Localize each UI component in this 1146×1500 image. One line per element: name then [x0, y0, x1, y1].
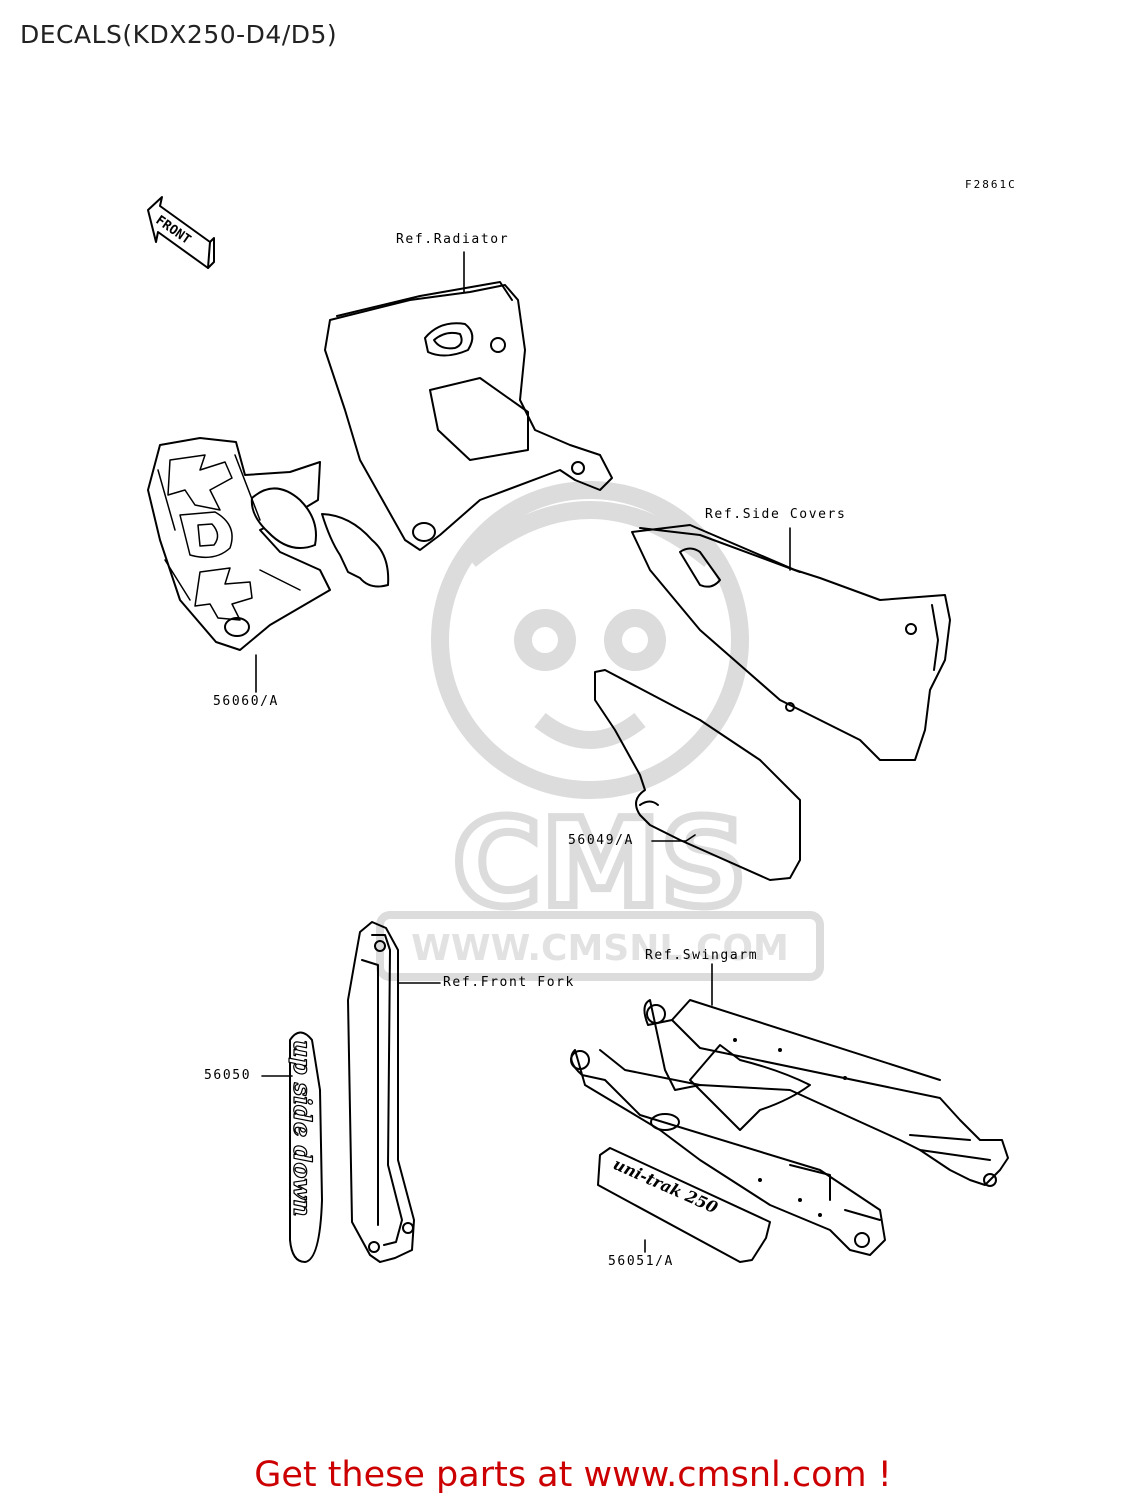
watermark-logo-eye — [514, 609, 576, 671]
swingarm-decal: uni-trak 250 — [597, 1147, 771, 1263]
watermark-logo-eye — [604, 609, 666, 671]
callout-56060: 56060/A — [213, 694, 279, 709]
leader-lines — [255, 251, 791, 1253]
callout-56050: 56050 — [204, 1068, 252, 1083]
figure-code: F2861C — [965, 178, 1017, 191]
callout-ref-swingarm: Ref.Swingarm — [645, 948, 759, 963]
callout-56051: 56051/A — [608, 1254, 674, 1269]
callout-ref-front-fork: Ref.Front Fork — [443, 975, 575, 990]
fork-decal-text: up side down — [288, 1040, 317, 1217]
front-arrow-icon: FRONT — [147, 196, 215, 269]
fork-decal: up side down — [287, 1031, 323, 1263]
shroud-decal — [147, 437, 390, 651]
watermark-logo-head — [431, 481, 749, 799]
callout-56049: 56049/A — [568, 833, 634, 848]
swingarm — [570, 999, 1009, 1256]
callout-ref-side-covers: Ref.Side Covers — [705, 507, 847, 522]
watermark-logo-mouth — [534, 712, 646, 749]
side-cover-decal — [594, 669, 801, 881]
page-title: DECALS(KDX250-D4/D5) — [20, 20, 338, 49]
radiator-shroud — [324, 281, 613, 551]
callout-ref-radiator: Ref.Radiator — [396, 232, 510, 247]
side-cover — [631, 524, 951, 761]
front-fork-guard — [347, 921, 415, 1263]
footer-link[interactable]: Get these parts at www.cmsnl.com ! — [254, 1455, 892, 1495]
watermark-logo-helmet — [464, 501, 716, 567]
leader-56049 — [651, 834, 696, 842]
watermark-url-box — [376, 911, 824, 981]
watermark-url: WWW.CMSNL.COM — [411, 928, 789, 969]
